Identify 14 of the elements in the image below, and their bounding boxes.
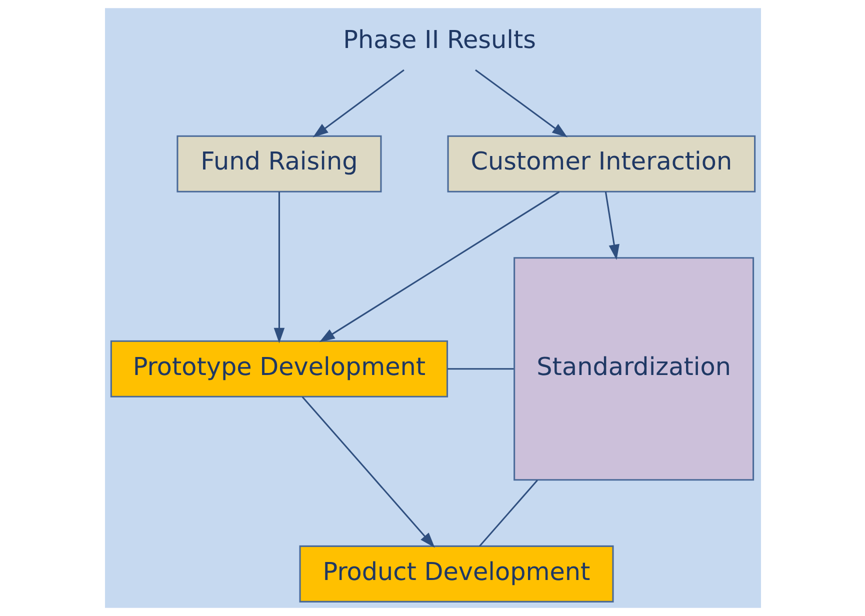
connector — [478, 480, 538, 547]
node-box: Prototype Development — [110, 340, 448, 398]
connector — [447, 368, 514, 370]
arrow — [301, 396, 434, 548]
arrow — [312, 69, 404, 138]
node-box: Customer Interaction — [446, 135, 756, 192]
arrow — [604, 192, 619, 260]
node-box: Product Development — [298, 545, 614, 602]
arrow — [273, 192, 284, 344]
node-box: Standardization — [513, 257, 754, 481]
node-box: Fund Raising — [176, 135, 382, 192]
arrow — [474, 69, 567, 138]
arrow — [318, 191, 560, 342]
node-text: Phase II Results — [342, 24, 536, 54]
